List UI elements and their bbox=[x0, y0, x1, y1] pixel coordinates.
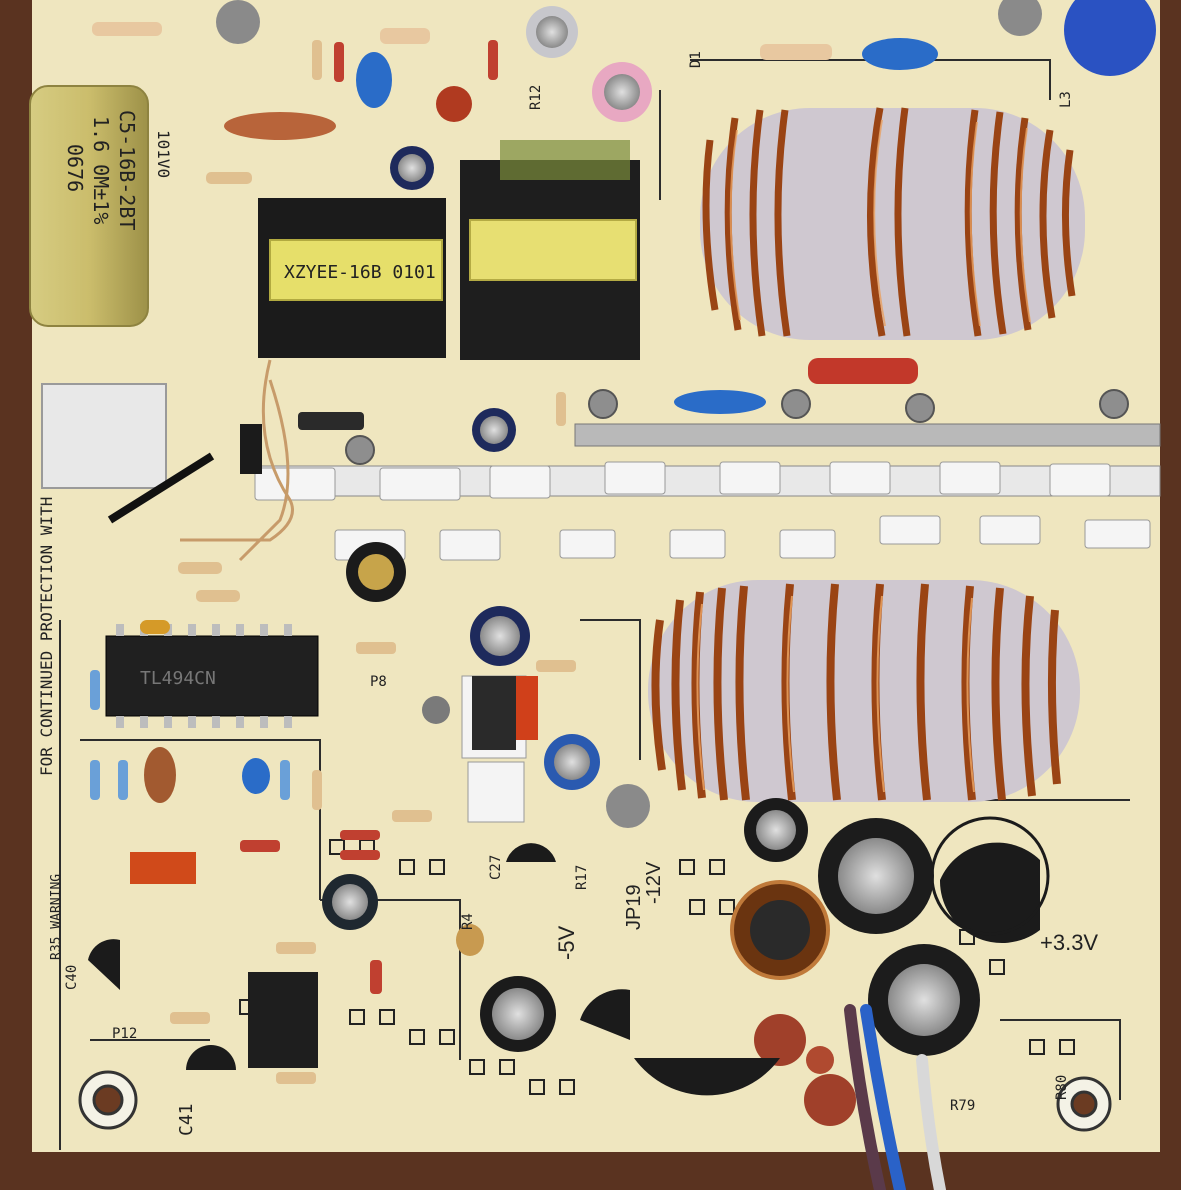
r79-label: R79 bbox=[950, 1098, 975, 1114]
r4-label: R4 bbox=[460, 913, 476, 930]
transformer-label: XZYEE-16B 0101 bbox=[284, 262, 436, 283]
p8-label: P8 bbox=[370, 674, 387, 690]
warning-label: R35 WARNING bbox=[49, 874, 64, 960]
p12-label: P12 bbox=[112, 1026, 137, 1042]
heatsink bbox=[254, 423, 1161, 561]
film-cap-label-4: 101V0 bbox=[154, 130, 173, 178]
film-cap-label-2: 1.6 0M±1% bbox=[89, 116, 113, 224]
d1-label: D1 bbox=[688, 51, 704, 68]
r12-label: R12 bbox=[528, 85, 544, 110]
black-wire bbox=[107, 452, 215, 524]
film-cap-label-1: C5-16B-2BT bbox=[115, 110, 139, 230]
r17-label: R17 bbox=[574, 865, 590, 890]
output-wires bbox=[844, 1004, 946, 1190]
ceramic-capacitors bbox=[130, 0, 1042, 1126]
toroid-choke-top bbox=[700, 107, 1085, 340]
c40-label: C40 bbox=[64, 965, 80, 990]
v33-label: +3.3V bbox=[1040, 930, 1098, 955]
v5-label: -5V bbox=[554, 925, 579, 960]
diodes bbox=[240, 412, 364, 474]
small-ic bbox=[248, 972, 318, 1068]
transistors bbox=[422, 675, 538, 759]
film-cap-label-3: 0676 bbox=[63, 144, 87, 192]
transformer: XZYEE-16B 0101 bbox=[258, 140, 640, 360]
film-capacitor: C5-16B-2BT 1.6 0M±1% 0676 101V0 bbox=[29, 85, 173, 327]
pwm-ic: TL494CN bbox=[105, 624, 319, 728]
ic-label: TL494CN bbox=[140, 668, 216, 689]
silkscreen-text: FOR CONTINUED PROTECTION WITH R35 WARNIN… bbox=[37, 51, 1098, 1136]
c41-label: C41 bbox=[176, 1103, 197, 1136]
toroid-choke-bottom bbox=[648, 580, 1080, 802]
c27-label: C27 bbox=[488, 855, 504, 880]
r80-label: R80 bbox=[1054, 1075, 1070, 1100]
l3-label: L3 bbox=[1058, 91, 1074, 108]
polarity-markers bbox=[88, 816, 1050, 1096]
heatsink-screws bbox=[345, 389, 1129, 465]
resistors bbox=[90, 22, 918, 1084]
v12-label: -12V bbox=[643, 861, 665, 904]
edge-warning-text: FOR CONTINUED PROTECTION WITH bbox=[37, 497, 56, 776]
connectors bbox=[41, 383, 525, 823]
mounting-holes bbox=[78, 1070, 1112, 1132]
jumper-wires bbox=[180, 359, 294, 562]
jp19-label: JP19 bbox=[623, 884, 645, 930]
electrolytic-capacitors bbox=[322, 0, 1156, 1056]
